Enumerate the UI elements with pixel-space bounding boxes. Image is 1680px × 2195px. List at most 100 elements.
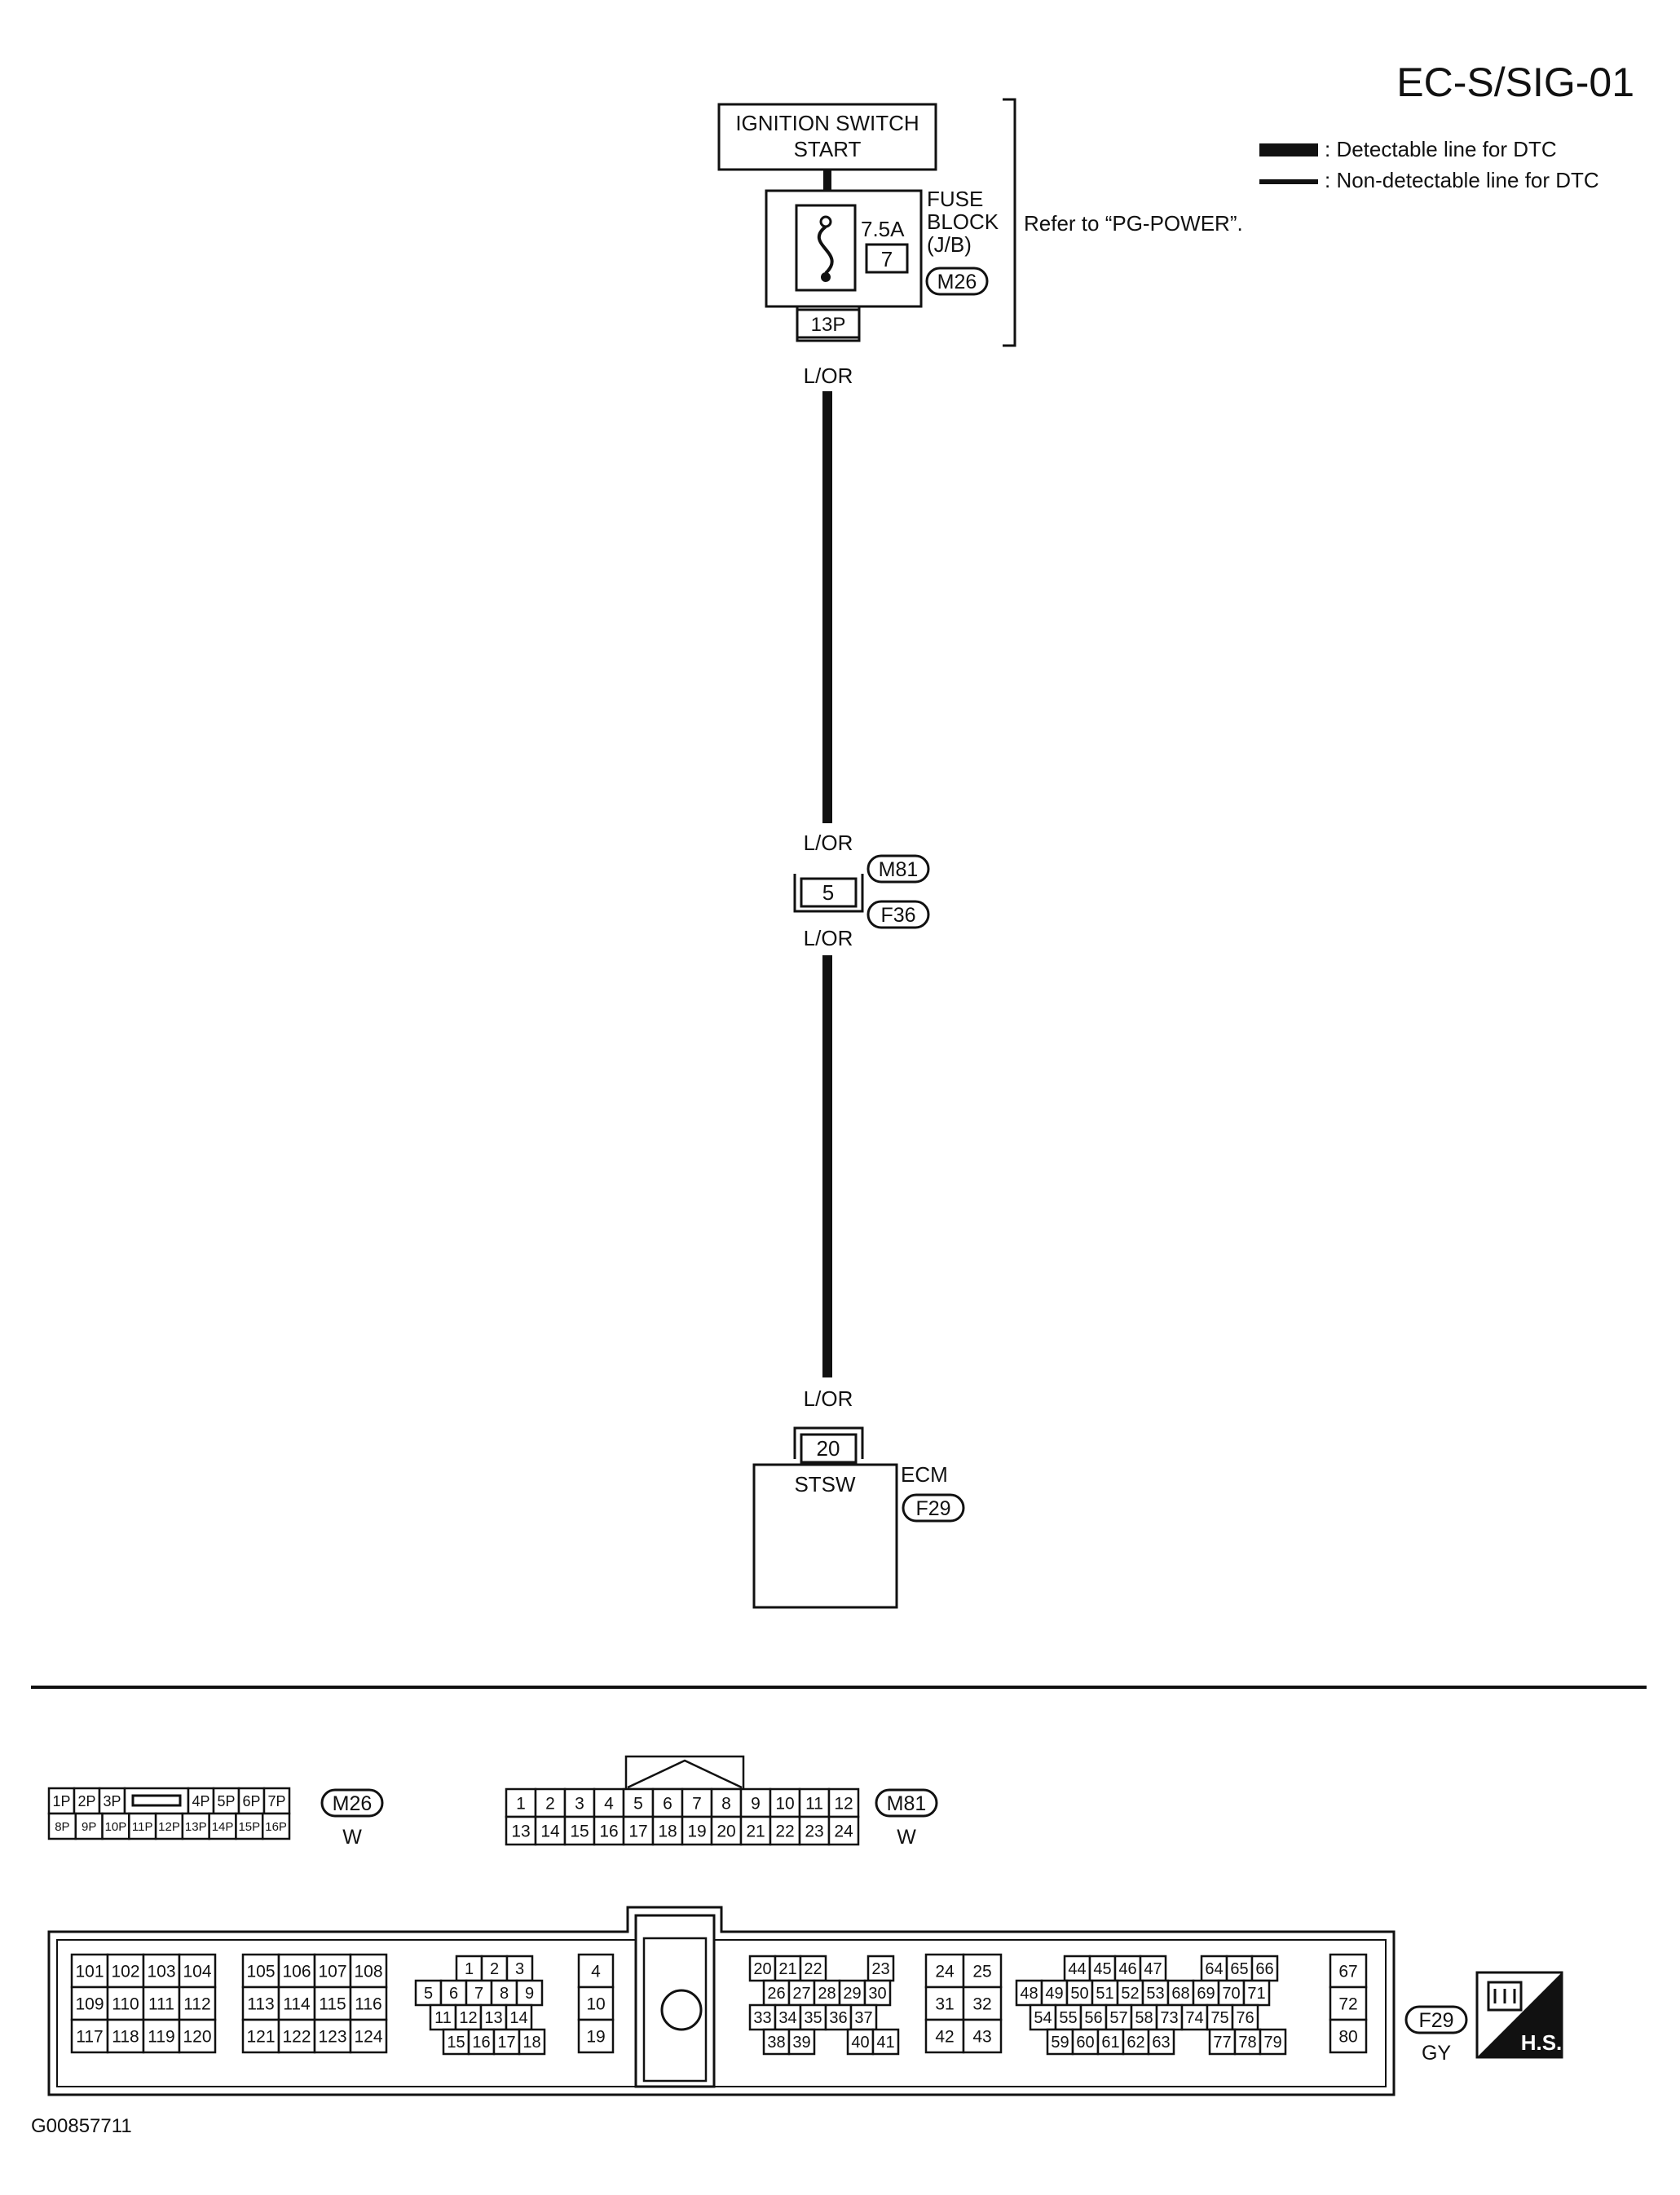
- f29-cell: [748, 1955, 777, 1982]
- f29-cell: [1208, 2028, 1237, 2056]
- ecm-terminal: 20: [817, 1436, 840, 1461]
- f29-pin: 8: [500, 1985, 509, 2003]
- f29-cell: [1147, 2028, 1175, 2056]
- hs-badge-text: H.S.: [1521, 2030, 1563, 2055]
- f29-pin: 33: [753, 2009, 771, 2027]
- f29-cell: [70, 2018, 109, 2054]
- fuse-terminal-13p-box: [796, 308, 861, 339]
- m81-connector-id: M81: [887, 1792, 927, 1815]
- m81-pin: 21: [746, 1823, 765, 1841]
- fuse-block-label-3: (J/B): [927, 232, 972, 257]
- f29-pin: 62: [1127, 2034, 1144, 2052]
- f29-pin: 11: [434, 2009, 452, 2027]
- m81-pin: 14: [540, 1823, 560, 1841]
- f29-pin: 44: [1068, 1960, 1086, 1978]
- f29-cell: [106, 1953, 145, 1989]
- f29-cell: [1029, 2003, 1057, 2031]
- m81-pin: 22: [775, 1823, 794, 1841]
- f29-cell: [824, 2003, 853, 2031]
- f29-pin: 60: [1076, 2034, 1094, 2052]
- f29-pin: 41: [876, 2034, 894, 2052]
- f29-pin: 51: [1096, 1985, 1113, 2003]
- f29-bolt-hole: [660, 1989, 703, 2031]
- f29-cell: [241, 1953, 280, 1989]
- m26-pin: 2P: [77, 1793, 95, 1809]
- f29-pin: 112: [183, 1995, 210, 2014]
- non-detectable-line-swatch: [1259, 179, 1318, 184]
- f29-pin: 114: [283, 1995, 311, 2014]
- f29-pin: 10: [586, 1995, 605, 2014]
- f29-cell: [505, 1955, 534, 1982]
- m81-cell: [563, 1815, 596, 1846]
- f29-pin: 57: [1109, 2009, 1127, 2027]
- f29-pin: 29: [843, 1985, 861, 2003]
- f29-pin: 13: [484, 2009, 502, 2027]
- f29-pin: 21: [778, 1960, 796, 1978]
- f29-cell: [1206, 2003, 1234, 2031]
- f29-pin: 34: [778, 2009, 796, 2027]
- fuse-terminal-bottom: [821, 272, 831, 282]
- m81-cell: [710, 1787, 743, 1818]
- m26-cell: [262, 1787, 291, 1815]
- m26-pin: 5P: [217, 1793, 235, 1809]
- fuse-block-label-1: FUSE: [927, 187, 983, 211]
- f29-pin: 54: [1034, 2009, 1052, 2027]
- f29-pin: 32: [972, 1995, 991, 2014]
- f29-cell: [1225, 1955, 1254, 1982]
- f29-cell: [1329, 1953, 1368, 1989]
- f29-pin: 14: [509, 2009, 527, 2027]
- f29-pin: 117: [76, 2028, 103, 2047]
- m26-key-slot: [131, 1794, 182, 1807]
- joint-connector-box: [800, 877, 858, 908]
- f29-pin: 80: [1338, 2028, 1357, 2047]
- reference-note: Refer to “PG-POWER”.: [1024, 211, 1243, 236]
- fuse-terminal-top: [819, 215, 832, 228]
- fuse-number-box: [865, 243, 909, 274]
- f29-pin: 5: [424, 1985, 433, 2003]
- f29-pin: 9: [525, 1985, 534, 2003]
- f29-cell: [313, 1986, 352, 2021]
- f29-cell: [577, 2018, 615, 2054]
- f29-pin: 26: [767, 1985, 785, 2003]
- f29-pin: 49: [1045, 1985, 1063, 2003]
- wire-color-label-1: L/OR: [804, 364, 853, 388]
- f29-pin: 20: [753, 1960, 771, 1978]
- f29-pin: 23: [871, 1960, 889, 1978]
- f29-pin: 72: [1338, 1995, 1357, 2014]
- m81-pin: 1: [516, 1795, 526, 1814]
- f29-connector-badge: [1404, 2005, 1468, 2034]
- f29-pin: 111: [148, 1995, 174, 2014]
- fuse-connector-id: M26: [937, 271, 977, 293]
- f29-pin: 123: [318, 2028, 346, 2047]
- f29-cell: [455, 1955, 483, 1982]
- f29-pin: 45: [1093, 1960, 1111, 1978]
- f29-cell: [518, 2028, 546, 2056]
- f29-pin: 121: [246, 2028, 275, 2047]
- f29-pin: 124: [354, 2028, 382, 2047]
- f29-cell: [106, 2018, 145, 2054]
- m81-pin: 23: [805, 1823, 823, 1841]
- joint-connector-f36-badge: [866, 900, 930, 929]
- f29-pin: 27: [792, 1985, 810, 2003]
- m81-pin: 9: [751, 1795, 761, 1814]
- f29-cell: [846, 2028, 875, 2056]
- f29-pin: 79: [1263, 2034, 1281, 2052]
- m26-pin: 14P: [212, 1820, 234, 1834]
- f29-pin: 119: [148, 2028, 174, 2047]
- m81-pin: 12: [834, 1795, 853, 1814]
- f29-pin: 58: [1135, 2009, 1153, 2027]
- figure-code: G00857711: [31, 2115, 132, 2137]
- f29-housing-inner: [56, 1939, 1387, 2087]
- f29-pin: 53: [1146, 1985, 1164, 2003]
- m81-latch: [624, 1755, 745, 1791]
- m26-color: W: [342, 1826, 362, 1849]
- f29-cell: [349, 2018, 388, 2054]
- f29-pin: 38: [767, 2034, 785, 2052]
- m26-pin: 10P: [105, 1820, 127, 1834]
- detectable-line-swatch: [1259, 143, 1318, 156]
- f29-color: GY: [1422, 2042, 1451, 2065]
- f29-pin: 76: [1236, 2009, 1254, 2027]
